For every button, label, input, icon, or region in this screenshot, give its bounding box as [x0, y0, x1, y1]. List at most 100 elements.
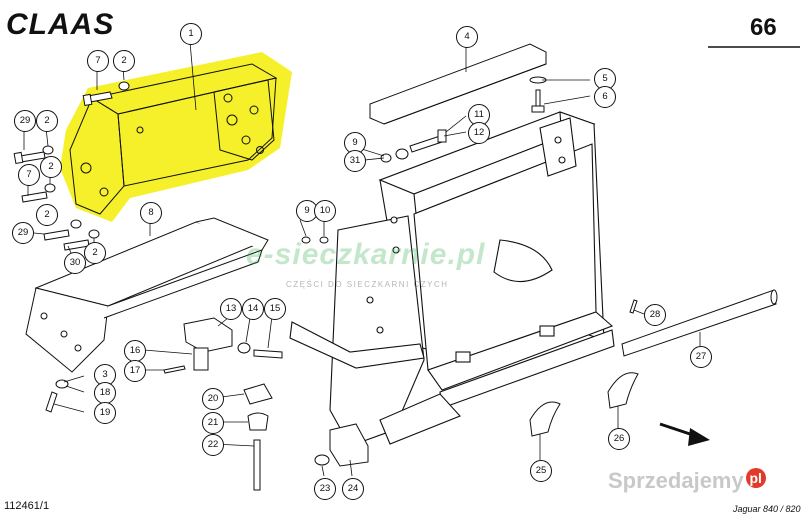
- pin-part-28: [629, 299, 638, 314]
- frame-cutout: [493, 239, 553, 283]
- callout: 17: [124, 360, 146, 382]
- hook-part-26: [607, 372, 639, 409]
- plate-part-24: [329, 423, 369, 467]
- callout: 29: [14, 110, 36, 132]
- frame-hole: [390, 216, 398, 224]
- cap-part-21: [247, 412, 269, 431]
- callout: 2: [40, 156, 62, 178]
- callout: 20: [202, 388, 224, 410]
- brand-logo: CLAAS: [6, 8, 115, 41]
- callout: 2: [36, 110, 58, 132]
- drawing-id: 112461/1: [4, 500, 50, 512]
- frame-clip: [455, 351, 471, 363]
- callout: 13: [220, 298, 242, 320]
- frame-bracket-upper: [539, 117, 577, 177]
- bracket-hole: [223, 93, 233, 103]
- shaft-end: [770, 289, 778, 305]
- bolt-head: [82, 93, 93, 107]
- frame-hole: [558, 156, 566, 164]
- model-name: Jaguar 840 / 820: [733, 504, 801, 514]
- callout: 27: [690, 346, 712, 368]
- callout: 10: [314, 200, 336, 222]
- bolt-part-22: [253, 439, 261, 491]
- callout: 1: [180, 23, 202, 45]
- bolt: [21, 191, 48, 203]
- frame-hole: [376, 326, 384, 334]
- washer: [319, 236, 329, 244]
- marketplace-logo-icon: pl: [745, 468, 766, 488]
- callout: 2: [113, 50, 135, 72]
- cylinder-part-20: [243, 383, 273, 405]
- callout: 30: [64, 252, 86, 274]
- bracket-front-plate: [69, 97, 125, 215]
- highlight-area: [60, 52, 292, 222]
- callout: 29: [12, 222, 34, 244]
- callout: 31: [344, 150, 366, 172]
- frame-hole: [366, 296, 374, 304]
- angle-bar-part-4: [369, 43, 547, 125]
- bushing-part-16: [193, 347, 209, 371]
- washer: [88, 229, 100, 239]
- clamp-part-13: [183, 317, 233, 353]
- callout: 2: [36, 204, 58, 226]
- bracket-hole: [249, 105, 259, 115]
- callout: 26: [608, 428, 630, 450]
- washer: [44, 183, 56, 193]
- main-frame: [289, 111, 615, 447]
- bolt-part-19: [45, 391, 58, 413]
- callout: 7: [87, 50, 109, 72]
- callout: 9: [296, 200, 318, 222]
- callout: 25: [530, 460, 552, 482]
- callout: 2: [84, 242, 106, 264]
- bracket-hole: [226, 114, 238, 126]
- callout: 12: [468, 122, 490, 144]
- hook-part-25: [529, 401, 561, 437]
- direction-arrow-icon: [659, 422, 710, 446]
- bracket-hole: [80, 162, 92, 174]
- washer: [42, 145, 54, 155]
- callout: 8: [140, 202, 162, 224]
- washer: [301, 236, 311, 244]
- support-bracket-part-8: [25, 217, 269, 373]
- callout: 22: [202, 434, 224, 456]
- callout: 14: [242, 298, 264, 320]
- bolt-head: [13, 151, 24, 165]
- bolt-head: [531, 105, 545, 113]
- washer-part-14: [237, 342, 251, 354]
- callout: 23: [314, 478, 336, 500]
- watermark-text: e-sieczkarnie.pl: [246, 238, 486, 271]
- frame-clip: [539, 325, 555, 337]
- marketplace-name: Sprzedajemy: [608, 468, 744, 493]
- callout: 24: [342, 478, 364, 500]
- bracket-hole: [99, 187, 109, 197]
- callout: 6: [594, 86, 616, 108]
- bracket-hole: [256, 146, 264, 154]
- bolt-part-15: [253, 349, 283, 359]
- small-parts: [45, 289, 778, 491]
- washer: [70, 219, 82, 229]
- callout: 18: [94, 382, 116, 404]
- callout: 16: [124, 340, 146, 362]
- frame-left-arm: [289, 321, 425, 369]
- bracket-hole: [136, 126, 144, 134]
- watermark-subtext: CZĘŚCI DO SIECZKARNI CZYCH: [286, 280, 449, 289]
- callout: 4: [456, 26, 478, 48]
- frame-hole: [392, 246, 400, 254]
- highlighted-bracket-part-1: [60, 52, 292, 222]
- bolt: [43, 229, 70, 241]
- pin-part-17: [163, 365, 186, 374]
- bolt: [409, 135, 443, 153]
- frame-lower-arm: [379, 393, 461, 445]
- fasteners-left: [13, 81, 130, 251]
- nut: [395, 148, 409, 160]
- shaft-part-27: [621, 289, 777, 357]
- washer: [118, 81, 130, 91]
- bolt: [535, 89, 541, 107]
- callout: 7: [18, 164, 40, 186]
- fasteners-middle: [301, 76, 547, 244]
- callout: 28: [644, 304, 666, 326]
- page-number: 66: [750, 14, 777, 41]
- frame-hole: [554, 136, 562, 144]
